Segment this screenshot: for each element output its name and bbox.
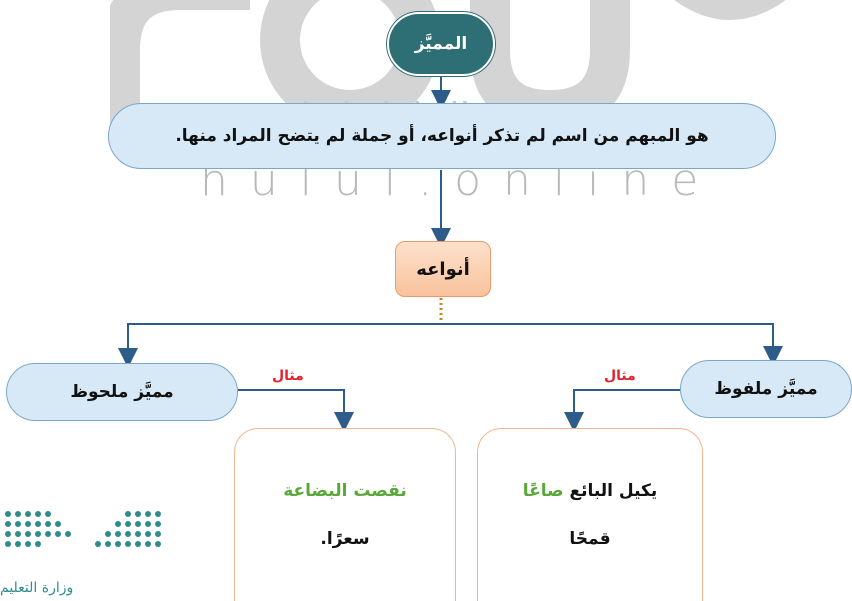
example-right-highlight: صاعًا	[522, 481, 564, 501]
example-right-line2: قمحًا	[569, 529, 611, 549]
example-right-normal: يكيل البائع	[569, 481, 658, 501]
types-node: أنواعه	[395, 241, 491, 297]
ministry-logo	[5, 511, 161, 547]
definition-node: هو المبهم من اسم لم تذكر أنواعه، أو جملة…	[108, 103, 776, 169]
example-right-line1: يكيل البائع صاعًا	[523, 481, 658, 501]
type-right-node: مميَّز ملفوظ	[680, 360, 852, 418]
example-label-left: مثال	[272, 368, 304, 384]
example-box-right: يكيل البائع صاعًا قمحًا	[477, 428, 703, 601]
example-label-right: مثال	[604, 368, 636, 384]
example-box-left: نقصت البضاعة سعرًا.	[234, 428, 456, 601]
ministry-name: وزارة التعليم	[0, 580, 74, 596]
example-left-line2: سعرًا.	[320, 529, 370, 549]
example-left-highlight: نقصت البضاعة	[283, 481, 407, 501]
root-node: المميَّز	[387, 12, 495, 76]
type-left-node: مميَّز ملحوظ	[6, 363, 238, 421]
